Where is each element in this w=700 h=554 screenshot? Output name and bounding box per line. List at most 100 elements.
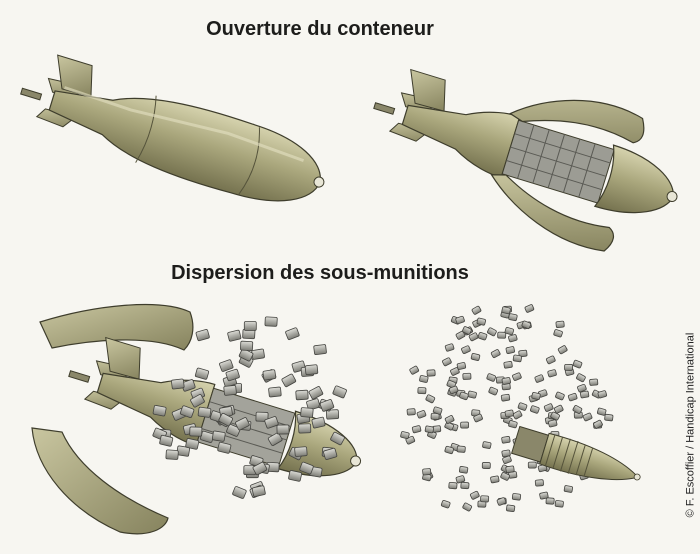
submunition	[567, 392, 578, 402]
submunition	[564, 363, 574, 371]
submunition	[550, 411, 560, 421]
submunition	[446, 379, 457, 389]
submunition	[557, 345, 568, 355]
submunition	[490, 349, 501, 358]
submunition	[190, 394, 205, 408]
submunition	[299, 461, 314, 475]
submunition	[252, 461, 268, 476]
submunition	[512, 410, 523, 420]
submunition	[442, 357, 452, 367]
submunition	[511, 493, 522, 501]
submunition	[582, 412, 593, 422]
submunition	[537, 464, 548, 473]
submunition	[197, 406, 212, 418]
submunition	[211, 430, 226, 442]
submunition	[227, 329, 242, 342]
submunition	[448, 385, 459, 395]
submunition	[264, 316, 278, 327]
submunition	[424, 425, 435, 434]
submunition	[276, 424, 290, 435]
submunition	[501, 436, 511, 444]
submunition	[505, 346, 515, 354]
submunition	[461, 345, 471, 354]
submunition	[512, 354, 523, 363]
submunition	[553, 329, 563, 338]
submunition	[481, 462, 491, 469]
submunition	[448, 481, 458, 490]
submunition	[486, 373, 496, 382]
submunition	[426, 369, 436, 377]
submunition	[179, 405, 195, 418]
submunition	[508, 334, 518, 343]
submunition	[518, 349, 528, 358]
submunition	[502, 455, 512, 464]
bomb-opening	[373, 68, 678, 252]
submunition	[195, 329, 210, 342]
submunition	[460, 421, 470, 429]
submunition-cloud-far	[400, 304, 614, 513]
submunition	[539, 491, 549, 500]
submunition	[264, 416, 279, 429]
submunition	[306, 398, 321, 411]
submunition	[490, 475, 500, 484]
submunition	[294, 446, 308, 457]
submunition	[456, 445, 466, 453]
submunition	[604, 413, 614, 422]
submunition	[572, 405, 583, 414]
submunition	[470, 353, 481, 361]
submunition	[267, 432, 283, 446]
submunition	[504, 327, 515, 336]
submunition	[462, 326, 472, 335]
submunition	[219, 359, 234, 372]
submunition	[577, 384, 587, 393]
submunition	[411, 425, 422, 434]
submunition	[417, 387, 427, 395]
submunition	[226, 423, 241, 437]
submunition	[425, 394, 436, 404]
submunition	[444, 415, 455, 424]
submunition	[325, 409, 340, 420]
submunition	[501, 377, 511, 385]
submunition	[323, 447, 338, 460]
submunition	[597, 390, 608, 399]
submunition	[477, 332, 488, 341]
submunition	[176, 445, 191, 457]
submunition	[545, 497, 555, 505]
submunition	[458, 466, 469, 474]
submunition	[469, 490, 480, 500]
submunition	[460, 481, 470, 490]
submunition	[152, 404, 167, 417]
submunition	[330, 431, 345, 446]
submunition	[462, 372, 472, 380]
submunition	[530, 405, 540, 414]
submunition	[589, 378, 599, 386]
submunition	[319, 399, 335, 412]
submunition	[251, 485, 266, 497]
submunition	[400, 431, 410, 440]
submunition	[505, 465, 515, 474]
submunition	[503, 361, 513, 369]
submunition	[165, 449, 179, 460]
submunition	[555, 391, 565, 401]
submunition	[487, 327, 497, 337]
submunition	[473, 413, 483, 423]
submunition	[543, 403, 554, 412]
submunition	[185, 438, 200, 450]
copyright-credit: © F. Escoffier / Handicap International	[684, 332, 696, 518]
submunition	[298, 423, 312, 434]
submunition	[482, 441, 492, 449]
submunition	[189, 426, 203, 437]
shell-half-upper	[39, 303, 194, 351]
submunition	[218, 412, 233, 427]
submunition	[534, 479, 544, 487]
submunition	[159, 434, 174, 447]
submunition	[455, 330, 466, 340]
title-opening: Ouverture du conteneur	[206, 18, 434, 40]
submunition	[512, 372, 522, 381]
submunition	[235, 417, 250, 431]
submunition	[194, 367, 210, 380]
submunition	[596, 407, 607, 416]
submunition	[497, 331, 507, 339]
submunition	[547, 369, 557, 378]
